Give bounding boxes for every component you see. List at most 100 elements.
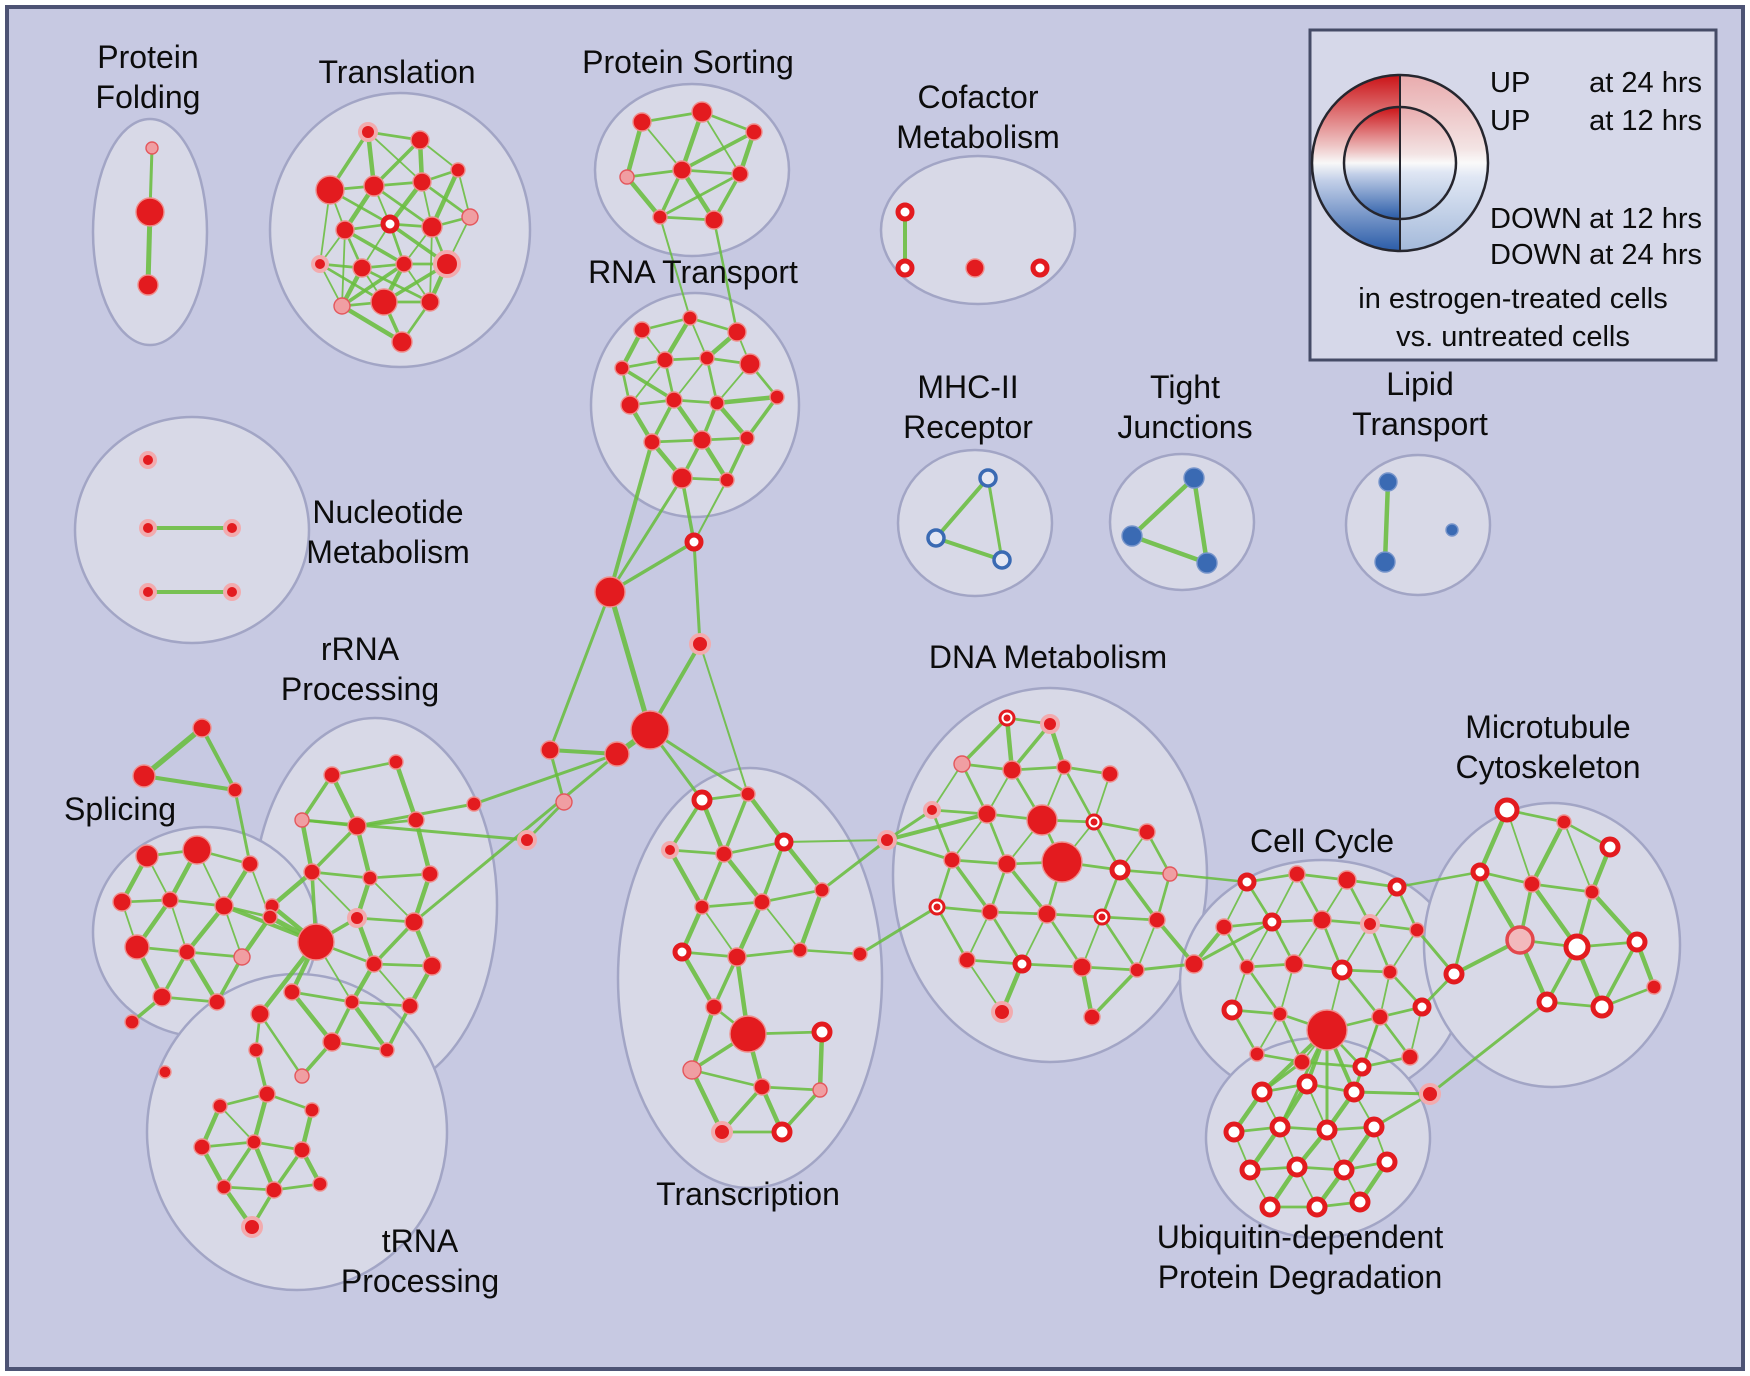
gene-node — [694, 899, 710, 915]
edge — [1428, 1000, 1549, 1096]
edge — [690, 1068, 764, 1089]
gene-node — [540, 740, 560, 760]
label-cofactor-metabolism: Cofactor — [918, 79, 1039, 115]
gene-node — [1419, 1083, 1441, 1105]
gene-node — [223, 583, 241, 601]
gene-node — [258, 1085, 276, 1103]
edge — [184, 903, 227, 955]
gene-node — [158, 1065, 172, 1079]
edge — [673, 357, 708, 401]
gene-node — [388, 754, 404, 770]
gene-node — [652, 209, 668, 225]
edge — [200, 1140, 256, 1149]
edge — [1506, 809, 1533, 885]
gene-node — [1349, 1191, 1371, 1213]
edge — [700, 852, 726, 909]
gene-node — [1378, 472, 1398, 492]
edge — [966, 911, 991, 961]
gene-node — [1494, 797, 1520, 823]
gene-node — [691, 789, 713, 811]
gene-node — [729, 1015, 767, 1053]
edge — [339, 303, 405, 345]
gene-node — [421, 216, 443, 238]
gene-node — [1445, 523, 1459, 537]
gene-node — [333, 297, 351, 315]
gene-node — [943, 851, 961, 869]
edge — [701, 111, 741, 175]
gene-node — [814, 882, 830, 898]
gene-node — [1249, 1046, 1265, 1062]
gene-node — [991, 1001, 1013, 1023]
edge — [1452, 870, 1482, 976]
gene-node — [1037, 904, 1057, 924]
gene-node — [216, 1179, 232, 1195]
edge — [185, 950, 244, 959]
edge — [934, 476, 990, 540]
label-lipid-transport: Transport — [1352, 406, 1488, 442]
edge — [1020, 962, 1084, 969]
gene-node — [684, 532, 704, 552]
gene-node — [1646, 979, 1662, 995]
edge — [700, 900, 764, 909]
edge — [1529, 819, 1567, 887]
gene-node — [682, 1060, 702, 1080]
gene-node — [731, 165, 749, 183]
label-tight-junctions: Tight — [1150, 369, 1220, 405]
gene-node — [877, 830, 897, 850]
gene-node — [699, 350, 715, 366]
gene-node — [1196, 552, 1218, 574]
gene-node — [1262, 912, 1282, 932]
gene-node — [208, 993, 226, 1011]
edge — [659, 216, 691, 319]
gene-node — [632, 112, 652, 132]
gene-node — [739, 353, 761, 375]
edge — [950, 858, 992, 914]
edge — [341, 229, 346, 307]
gene-node — [1239, 1159, 1261, 1181]
edge — [712, 218, 739, 334]
gene-node — [335, 220, 355, 240]
gene-node — [1284, 954, 1304, 974]
gene-node — [304, 1102, 320, 1118]
edge — [934, 536, 1004, 562]
gene-node — [895, 202, 915, 222]
gene-node — [745, 123, 763, 141]
edge — [1278, 1012, 1304, 1064]
gene-node — [294, 812, 310, 828]
edge — [679, 949, 717, 1010]
gene-node — [705, 998, 723, 1016]
edge — [781, 839, 825, 893]
gene-node — [124, 1014, 140, 1030]
gene-node — [404, 912, 424, 932]
gene-node — [1333, 1159, 1355, 1181]
edge — [412, 752, 619, 924]
legend-time-label: at 12 hrs — [1589, 203, 1702, 235]
gene-node — [1523, 875, 1541, 893]
edge — [641, 121, 683, 171]
edge — [350, 1000, 412, 1008]
label-microtubule-cytoskeleton: Microtubule — [1465, 709, 1630, 745]
legend-direction-label: UP — [1490, 105, 1530, 137]
gene-node — [769, 389, 785, 405]
edge — [368, 872, 432, 880]
gene-node — [315, 175, 345, 205]
gene-node — [1012, 954, 1032, 974]
gene-node — [740, 786, 756, 802]
gene-node — [265, 1181, 283, 1199]
gene-node — [1443, 963, 1465, 985]
gene-node — [633, 321, 651, 339]
gene-node — [671, 467, 693, 489]
edge — [735, 948, 802, 959]
edge — [310, 870, 372, 880]
gene-node — [250, 1004, 270, 1024]
gene-node — [555, 793, 573, 811]
gene-node — [1215, 918, 1233, 936]
edge — [679, 167, 717, 223]
gene-node — [958, 951, 976, 969]
label-dna-metabolism: DNA Metabolism — [929, 639, 1167, 675]
edge — [986, 476, 1004, 562]
edge — [620, 366, 676, 402]
cluster-lipid-transport — [1344, 453, 1492, 597]
edge — [608, 440, 654, 594]
edge — [1129, 533, 1210, 566]
